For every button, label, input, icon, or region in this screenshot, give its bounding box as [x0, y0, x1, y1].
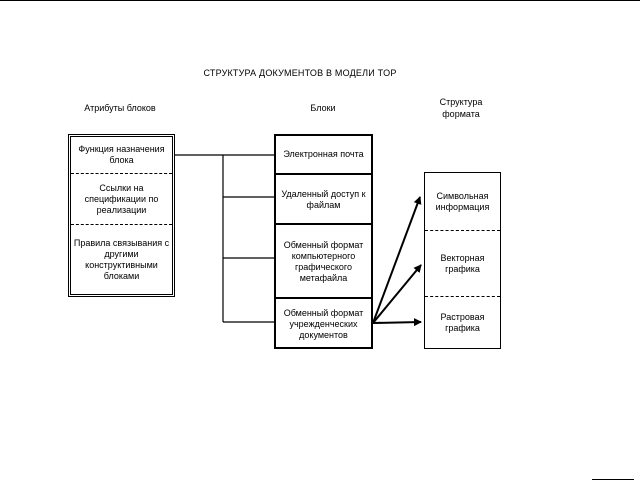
arrow-to-vector-graphics	[372, 264, 422, 324]
block-item: Удаленный доступ к файлам	[276, 173, 371, 225]
arrow-to-raster-graphics	[372, 318, 422, 327]
block-item: Обменный формат компьютерного графическо…	[276, 223, 371, 299]
column-heading-format: Структура формата	[439, 97, 483, 119]
blocks-box: Электронная почта Удаленный доступ к фай…	[274, 134, 373, 349]
format-item: Символьная информация	[425, 173, 500, 230]
attribute-label: Правила связывания с другими конструктив…	[73, 238, 170, 281]
block-label: Удаленный доступ к файлам	[281, 189, 366, 210]
block-label: Электронная почта	[283, 149, 364, 159]
column-heading-attributes: Атрибуты блоков	[84, 103, 156, 113]
attribute-item: Ссылки на спецификации по реализации	[71, 173, 172, 225]
arrow-to-character-info	[372, 196, 422, 324]
attribute-item: Правила связывания с другими конструктив…	[71, 224, 172, 295]
format-label: Растровая графика	[440, 312, 485, 333]
attribute-item: Функция назначения блока	[71, 137, 172, 173]
block-label: Обменный формат компьютерного графическо…	[283, 240, 364, 283]
diagram-title: СТРУКТУРА ДОКУМЕНТОВ В МОДЕЛИ TOP	[203, 68, 397, 78]
format-item: Растровая графика	[425, 296, 500, 349]
column-heading-blocks: Блоки	[310, 103, 336, 113]
block-item: Электронная почта	[276, 136, 371, 173]
block-item: Обменный формат учрежденческих документо…	[276, 297, 371, 349]
format-label: Векторная графика	[440, 253, 485, 274]
attribute-label: Функция назначения блока	[78, 144, 165, 165]
format-item: Векторная графика	[425, 230, 500, 297]
attribute-label: Ссылки на спецификации по реализации	[84, 183, 159, 215]
block-label: Обменный формат учрежденческих документо…	[283, 307, 364, 340]
format-structure-box: Символьная информация Векторная графика …	[424, 172, 501, 349]
top-border-line	[0, 0, 640, 1]
page-corner-mark	[592, 479, 634, 480]
format-label: Символьная информация	[435, 190, 490, 212]
attributes-box: Функция назначения блока Ссылки на специ…	[68, 134, 175, 297]
